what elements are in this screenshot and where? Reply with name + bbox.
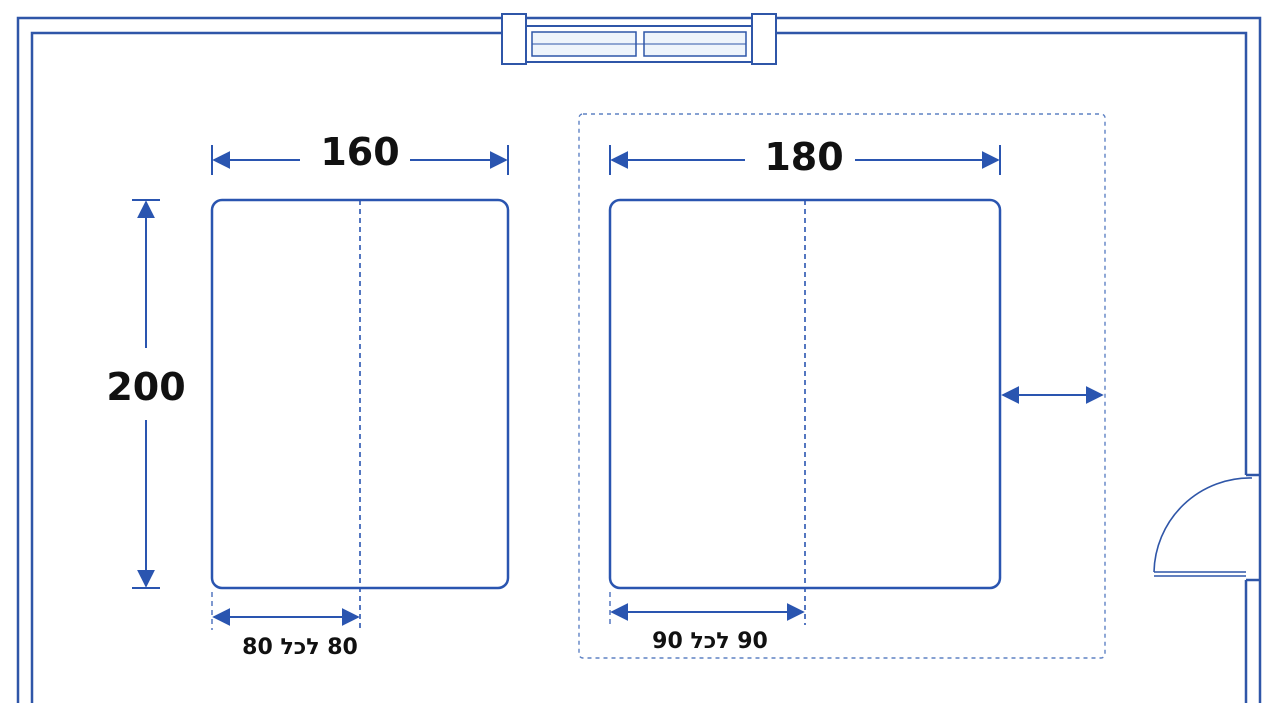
bed-180-split-label: 90 לכל 90 [652,629,768,654]
door-swing-icon [1153,477,1253,577]
bed-160-split-label: 80 לכל 80 [242,635,358,660]
bed-180-width-label: 180 [764,135,843,179]
bed-160-group: 160 200 80 לכל 80 [106,130,510,660]
bed-180-group: 180 90 לכל 90 [578,113,1106,659]
bed-180-clearance-zone [578,113,1106,659]
window-icon [501,13,777,65]
bed-160-length-label: 200 [106,365,185,409]
bed-160-width-label: 160 [320,130,399,174]
